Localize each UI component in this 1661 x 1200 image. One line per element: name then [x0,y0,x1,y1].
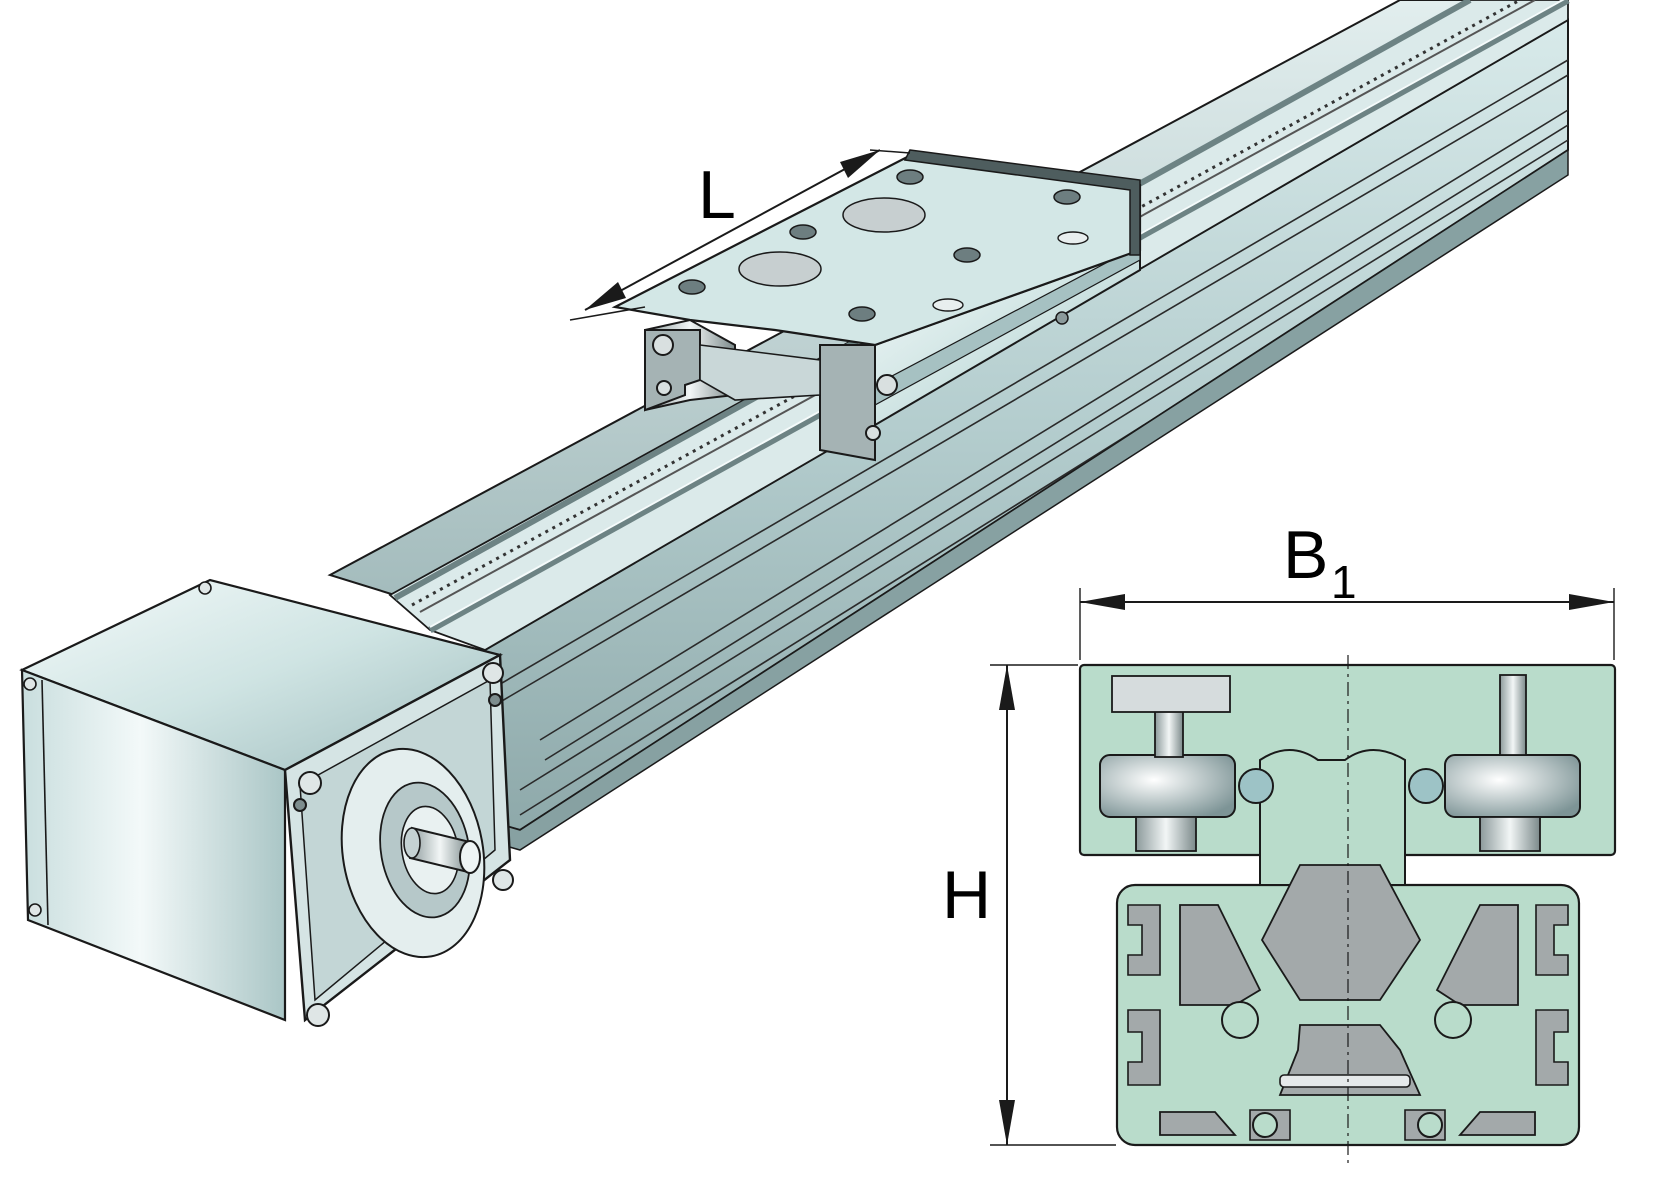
motor-shaft [403,826,481,874]
label-height: H [942,857,991,933]
section-profile-cavities [1159,864,1536,1136]
cavity-left-upper [1179,904,1262,1006]
cavity-bottom-right [1458,1111,1536,1136]
rail-grooves [489,59,1569,816]
carriage-mounting-holes [678,169,1081,322]
section-roller-right [1444,674,1581,852]
dimension-length [569,149,911,321]
toothed-belt [411,0,1521,607]
cavity-right-upper [1435,904,1519,1006]
label-width-subscript: 1 [1331,556,1357,608]
cavity-center-hex [1260,864,1422,1001]
carriage-side-port [1055,311,1069,325]
section-c-clips [1221,1001,1472,1138]
section-profile-neck [1259,749,1406,886]
dimension-height [990,664,1116,1146]
end-plate-gap [699,344,821,401]
label-width: B [1283,517,1328,593]
dimension-width [1079,588,1615,660]
motor-side-face [20,668,287,1022]
section-roller-left [1099,675,1236,852]
label-length: L [698,157,736,233]
section-rod-left [1238,768,1274,804]
section-rod-right [1408,768,1444,804]
cross-section-view [1078,655,1617,1165]
carriage-center-bores [738,197,926,287]
section-belt-slot [1279,1074,1411,1088]
motor-side-seam [41,679,49,926]
end-plate-right-face [819,344,876,462]
motor-rear-screws [23,581,212,917]
stepper-motor [19,578,514,1027]
carriage-small-holes [932,231,1089,312]
end-plate-screws [652,334,898,441]
motor-flange-screws [293,662,514,1027]
carriage [611,149,1142,462]
cavity-bottom-left [1159,1111,1237,1136]
carriage-rear-end-plate [903,149,1141,256]
